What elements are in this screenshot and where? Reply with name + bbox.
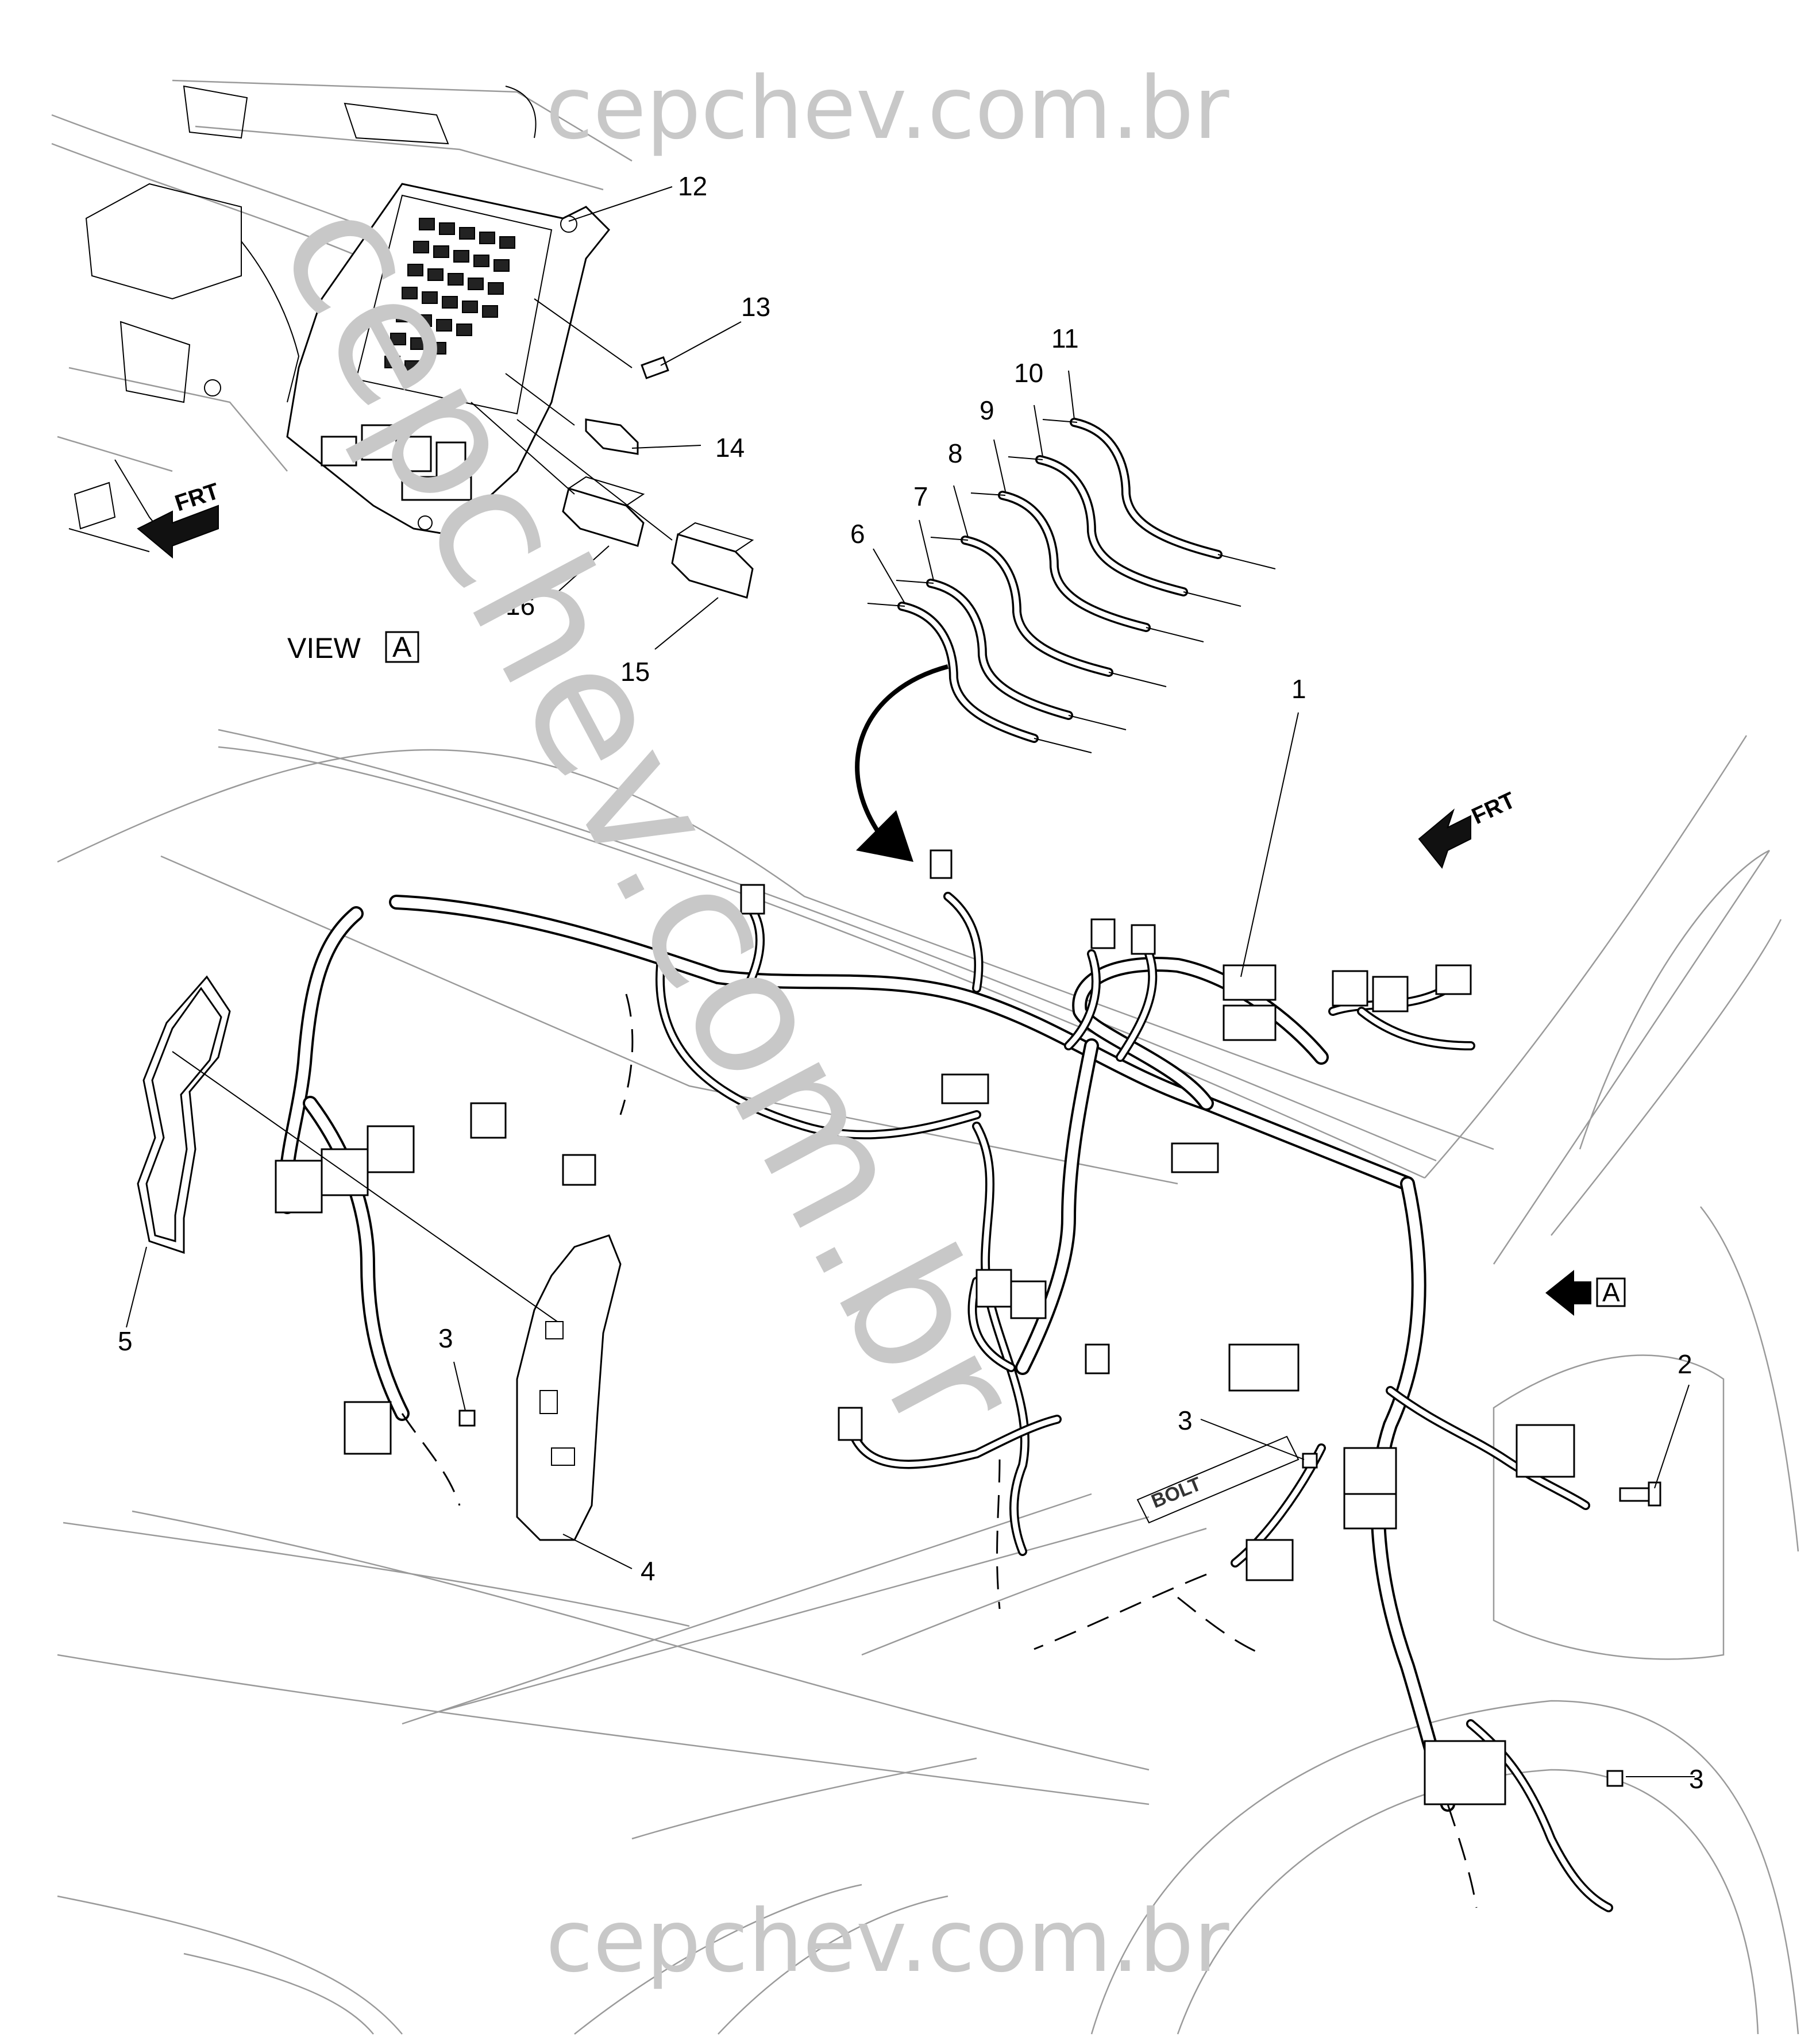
gasket-5 [137, 975, 231, 1254]
curved-pointer-arrow [855, 664, 949, 862]
watermark-bottom: cepchev.com.br [546, 1892, 1229, 1992]
view-a-arrow: A [1545, 1270, 1626, 1316]
view-a-inset: FRT VIEW A [51, 79, 754, 664]
callout-leaders [126, 712, 1695, 1777]
vehicle-body-outline [57, 729, 1799, 2035]
harness-segment-8 [930, 536, 1167, 687]
callout-4: 4 [641, 1556, 655, 1586]
callout-15: 15 [620, 657, 650, 687]
callout-7: 7 [913, 482, 928, 511]
callout-9: 9 [980, 395, 994, 425]
harness-segment-7 [896, 579, 1127, 730]
callout-3-right: 3 [1689, 1764, 1704, 1794]
callout-11: 11 [1051, 324, 1079, 353]
fuse-13 [641, 356, 669, 380]
callout-6: 6 [850, 519, 865, 549]
callout-5: 5 [118, 1326, 133, 1356]
relay-15 [671, 522, 754, 599]
main-wiring-harness [275, 849, 1613, 1912]
watermark-top: cepchev.com.br [546, 59, 1229, 159]
callout-3-left: 3 [438, 1323, 453, 1353]
view-label-box-letter: A [392, 631, 412, 663]
clip-3-left [458, 1410, 476, 1427]
view-label: VIEW [287, 632, 361, 664]
clip-3-right [1606, 1770, 1624, 1787]
dashboard-background-structure [51, 79, 633, 552]
front-direction-arrow-right: FRT [1418, 787, 1519, 869]
callout-16: 16 [506, 591, 535, 621]
callout-14: 14 [715, 433, 745, 463]
view-label-box [385, 631, 419, 663]
callout-1: 1 [1291, 674, 1306, 704]
bolt-2 [1619, 1481, 1661, 1507]
callout-numbers: 1 2 3 3 3 4 5 6 7 8 9 10 11 12 13 14 15 … [118, 171, 1704, 1794]
relay-16 [562, 476, 645, 547]
bracket-4 [516, 1234, 622, 1541]
harness-segment-11 [1042, 418, 1276, 569]
callout-13: 13 [741, 292, 770, 322]
clip-3-middle [1302, 1453, 1318, 1469]
callout-2: 2 [1678, 1349, 1692, 1379]
view-arrow-box-letter: A [1602, 1277, 1620, 1307]
relay-14 [585, 418, 639, 455]
harness-segment-9 [970, 491, 1204, 642]
callout-3-middle: 3 [1178, 1405, 1193, 1435]
callout-10: 10 [1014, 358, 1043, 388]
harness-segment-10 [1008, 455, 1241, 607]
callout-8: 8 [948, 438, 963, 468]
fuse-grid [384, 218, 515, 373]
hood-badge: BOLT [1136, 1435, 1300, 1524]
badge-text: BOLT [1148, 1473, 1205, 1512]
fuse-block [286, 183, 611, 536]
harness-segment-6 [867, 602, 1092, 753]
frt-label-right: FRT [1468, 787, 1519, 829]
harness-connectors [275, 849, 1575, 1805]
harness-segment-group [855, 370, 1276, 862]
callout-12: 12 [678, 171, 707, 201]
